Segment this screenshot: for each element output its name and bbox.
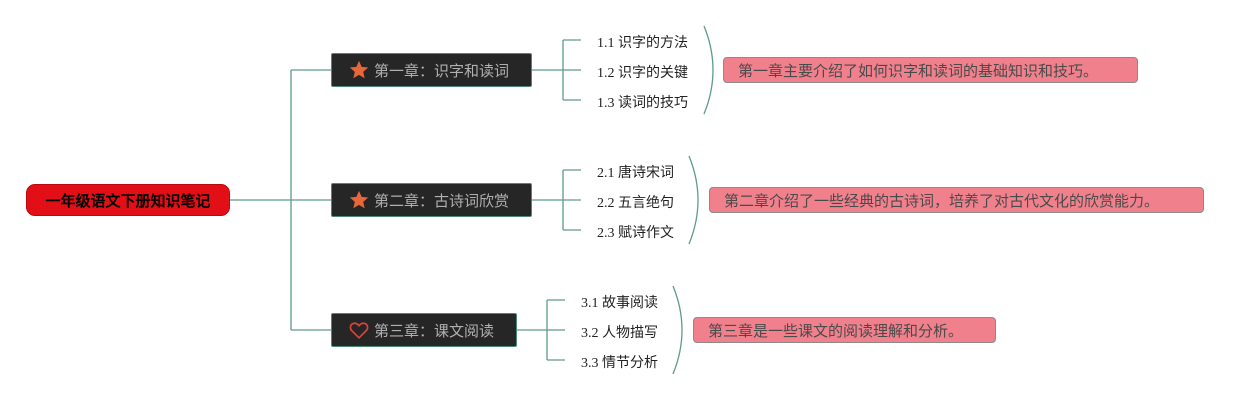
subtopic-text: 赋诗作文	[618, 226, 674, 241]
star-icon	[348, 189, 370, 211]
subtopic-3-2[interactable]: 3.2 人物描写	[581, 322, 658, 342]
chapter-node-2[interactable]: 第二章：古诗词欣赏	[331, 183, 532, 217]
subtopic-text: 读词的技巧	[618, 96, 688, 111]
subtopic-text: 人物描写	[602, 326, 658, 341]
subtopic-text: 识字的方法	[618, 36, 688, 51]
subtopic-1-1[interactable]: 1.1 识字的方法	[597, 32, 688, 52]
summary-chapter-1[interactable]: 第一章主要介绍了如何识字和读词的基础知识和技巧。	[723, 57, 1138, 83]
subtopic-number: 2.3	[597, 226, 615, 241]
heart-icon	[348, 319, 370, 341]
subtopic-number: 2.2	[597, 196, 615, 211]
subtopic-text: 唐诗宋词	[618, 166, 674, 181]
chapter-node-3[interactable]: 第三章：课文阅读	[331, 313, 517, 347]
subtopic-3-1[interactable]: 3.1 故事阅读	[581, 292, 658, 312]
subtopic-text: 五言绝句	[618, 196, 674, 211]
star-icon	[348, 59, 370, 81]
subtopic-number: 2.1	[597, 166, 615, 181]
summary-chapter-3[interactable]: 第三章是一些课文的阅读理解和分析。	[693, 317, 996, 343]
subtopic-number: 3.3	[581, 356, 599, 371]
summary-chapter-2[interactable]: 第二章介绍了一些经典的古诗词，培养了对古代文化的欣赏能力。	[709, 187, 1204, 213]
subtopic-2-2[interactable]: 2.2 五言绝句	[597, 192, 674, 212]
chapter-label: 第一章：识字和读词	[374, 61, 510, 80]
subtopic-text: 识字的关键	[618, 66, 688, 81]
chapter-label: 第二章：古诗词欣赏	[374, 191, 510, 210]
subtopic-number: 1.1	[597, 36, 615, 51]
summary-text: 第三章是一些课文的阅读理解和分析。	[708, 321, 964, 340]
summary-text: 第二章介绍了一些经典的古诗词，培养了对古代文化的欣赏能力。	[724, 191, 1160, 210]
subtopic-number: 3.2	[581, 326, 599, 341]
subtopic-text: 情节分析	[602, 356, 658, 371]
summary-text: 第一章主要介绍了如何识字和读词的基础知识和技巧。	[738, 61, 1099, 80]
subtopic-2-3[interactable]: 2.3 赋诗作文	[597, 222, 674, 242]
chapter-label: 第三章：课文阅读	[374, 321, 495, 340]
subtopic-number: 3.1	[581, 296, 599, 311]
subtopic-2-1[interactable]: 2.1 唐诗宋词	[597, 162, 674, 182]
subtopic-1-2[interactable]: 1.2 识字的关键	[597, 62, 688, 82]
subtopic-number: 1.3	[597, 96, 615, 111]
subtopic-number: 1.2	[597, 66, 615, 81]
root-title: 一年级语文下册知识笔记	[45, 191, 211, 210]
chapter-node-1[interactable]: 第一章：识字和读词	[331, 53, 532, 87]
subtopic-1-3[interactable]: 1.3 读词的技巧	[597, 92, 688, 112]
root-node[interactable]: 一年级语文下册知识笔记	[26, 184, 230, 216]
subtopic-3-3[interactable]: 3.3 情节分析	[581, 352, 658, 372]
subtopic-text: 故事阅读	[602, 296, 658, 311]
